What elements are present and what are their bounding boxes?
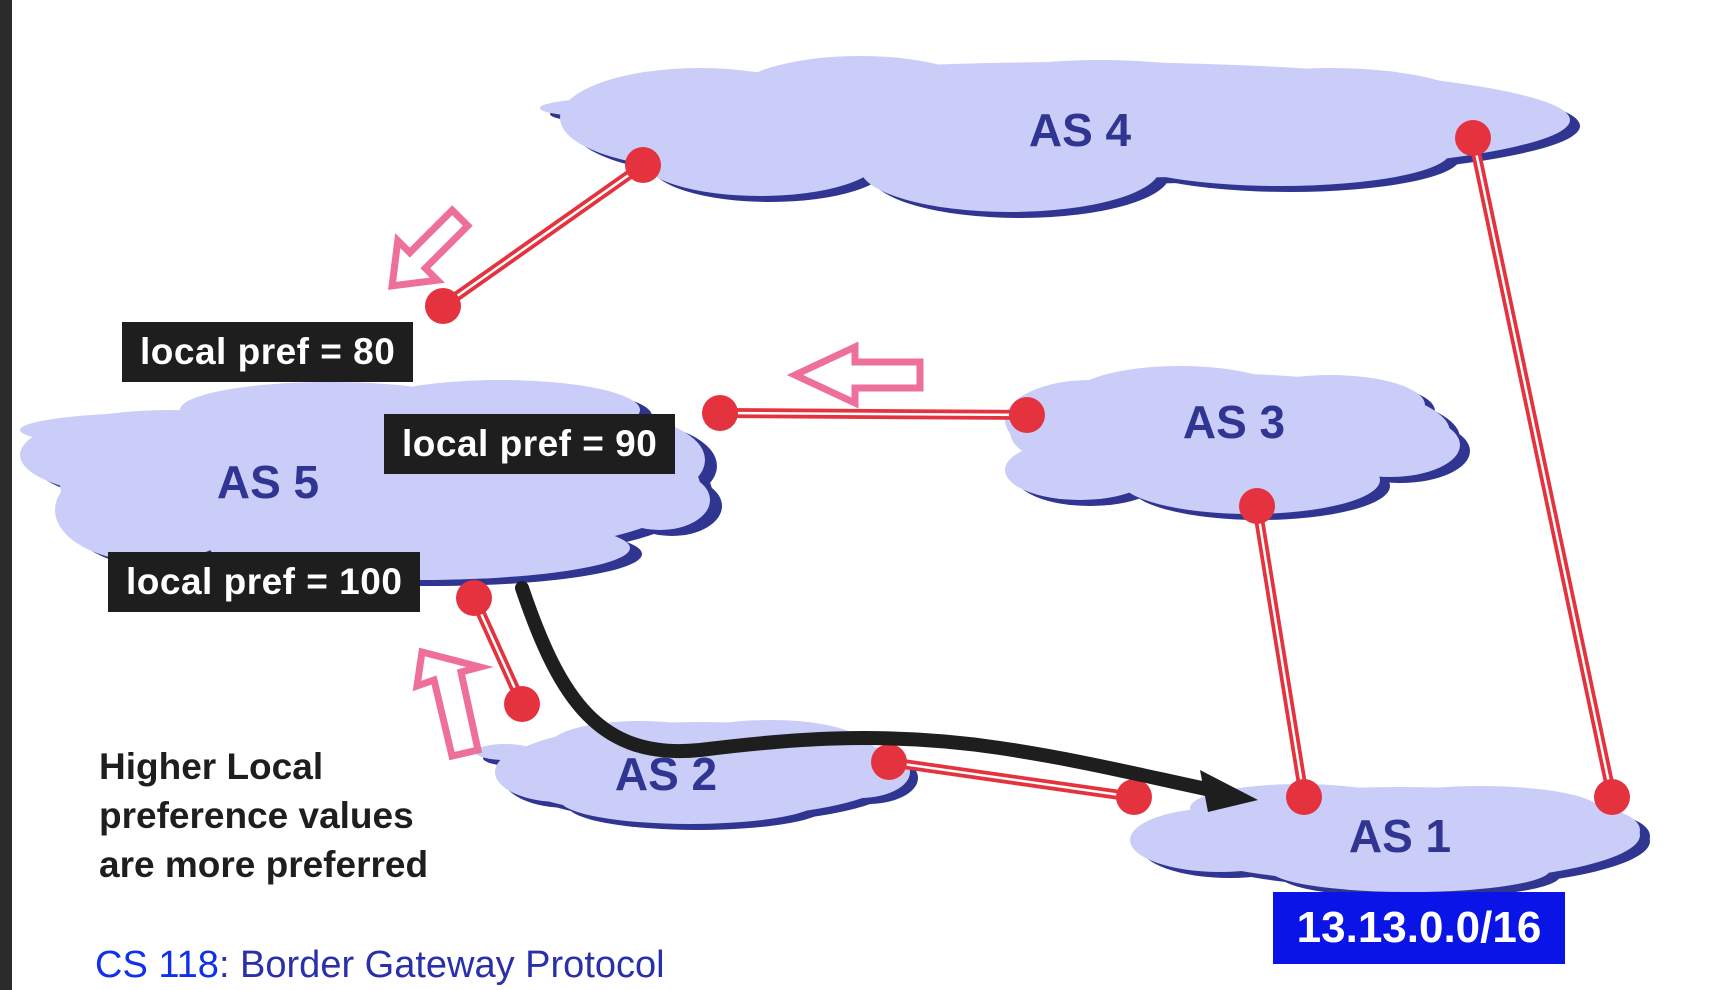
- router-as4-left: [625, 147, 661, 183]
- link-as2-as1: [884, 757, 1139, 802]
- router-as1-left: [1116, 779, 1152, 815]
- note-line-3: are more preferred: [99, 844, 429, 885]
- link-as5-as4: [438, 160, 648, 311]
- left-edge-bar: [0, 0, 12, 990]
- selected-path-arrowhead: [1200, 770, 1258, 812]
- advert-arrow-from-as4: [388, 205, 473, 290]
- router-as1-mid: [1286, 779, 1322, 815]
- slide-footer: CS 118: Border Gateway Protocol: [95, 944, 665, 987]
- selected-path-arrow: [515, 581, 1227, 799]
- local-pref-note: Higher Local preference values are more …: [99, 742, 519, 889]
- link-as5-as2: [469, 593, 527, 709]
- router-as5-right: [702, 395, 738, 431]
- link-as3-as1: [1252, 501, 1309, 802]
- link-as5-as3: [715, 408, 1032, 420]
- local-pref-90-label: local pref = 90: [384, 414, 676, 474]
- note-line-1: Higher Local: [99, 746, 324, 787]
- routers: [425, 120, 1630, 815]
- router-as3-bottom: [1239, 488, 1275, 524]
- router-as3-left: [1009, 397, 1045, 433]
- local-pref-100-label: local pref = 100: [108, 552, 421, 612]
- router-as2-top: [504, 686, 540, 722]
- as3-label: AS 3: [1183, 396, 1285, 448]
- note-line-2: preference values: [99, 795, 414, 836]
- as4-label: AS 4: [1029, 104, 1132, 156]
- advert-arrow-from-as2: [412, 647, 494, 761]
- peering-links: [438, 133, 1617, 802]
- as1-label: AS 1: [1349, 810, 1451, 862]
- router-as5-top: [425, 288, 461, 324]
- footer-course: CS 118: [95, 944, 219, 986]
- router-as2-right: [871, 744, 907, 780]
- advertisement-arrows: [388, 205, 924, 761]
- router-as5-bottom: [456, 580, 492, 616]
- advert-arrow-from-as3: [786, 341, 924, 409]
- local-pref-80-label: local pref = 80: [122, 322, 414, 382]
- router-as4-right: [1455, 120, 1491, 156]
- as5-label: AS 5: [217, 456, 319, 508]
- router-as1-right: [1594, 779, 1630, 815]
- link-as4-as1: [1468, 133, 1617, 802]
- destination-prefix: 13.13.0.0/16: [1273, 892, 1565, 964]
- footer-title: : Border Gateway Protocol: [218, 944, 665, 986]
